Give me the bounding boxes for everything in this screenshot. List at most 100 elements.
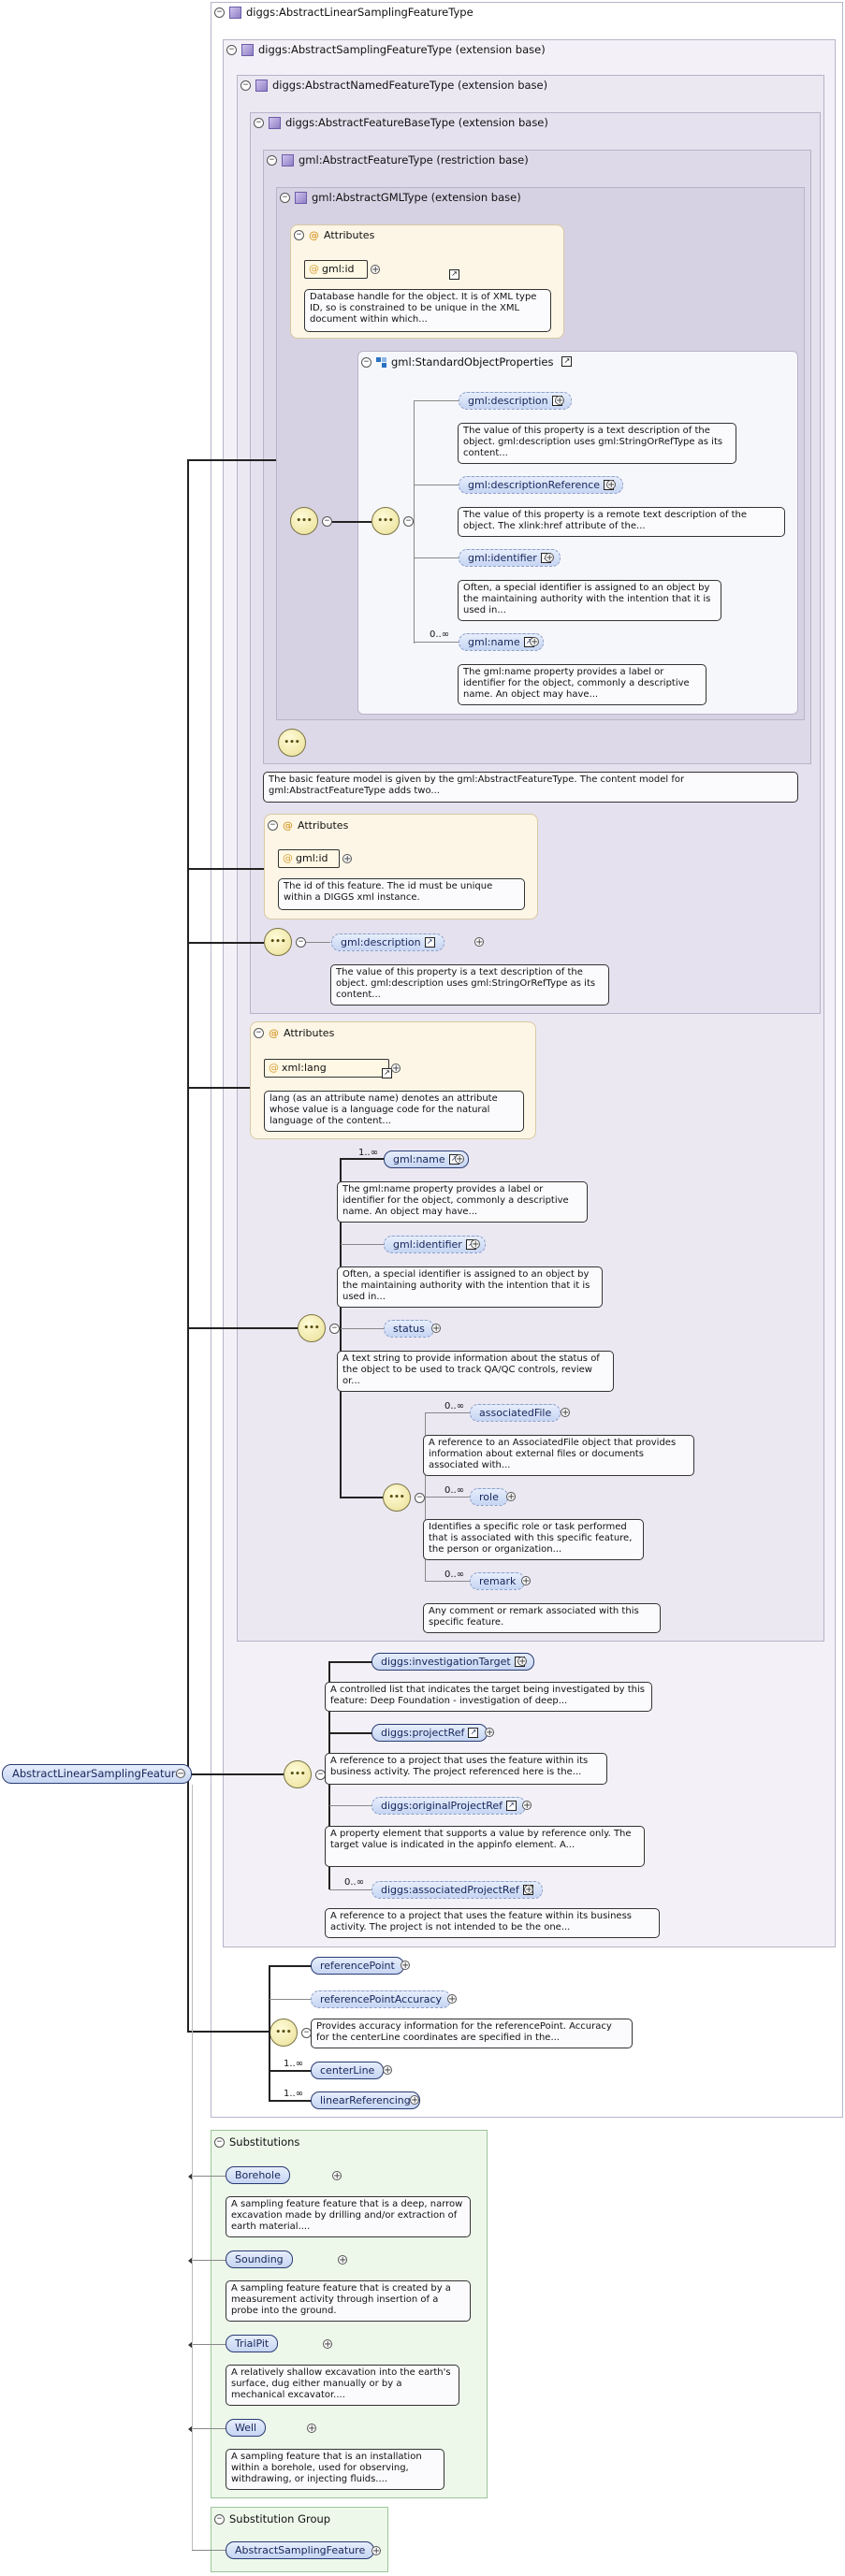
- collapse-icon[interactable]: −: [226, 44, 237, 55]
- sequence-compositor-icon[interactable]: •••: [383, 1483, 411, 1512]
- collapse-icon[interactable]: −: [329, 1324, 340, 1334]
- expand-icon[interactable]: +: [307, 2424, 316, 2434]
- collapse-icon[interactable]: −: [403, 516, 414, 527]
- collapse-icon[interactable]: −: [280, 192, 290, 203]
- element-project-ref[interactable]: diggs:projectRef↗: [372, 1724, 488, 1742]
- element-status[interactable]: status: [384, 1320, 434, 1338]
- attribute-gml-id[interactable]: @gml:id: [304, 260, 368, 279]
- expand-icon[interactable]: +: [524, 1885, 533, 1895]
- attribute-gml-id[interactable]: @gml:id: [278, 849, 340, 868]
- multiplicity-label: 0..∞: [444, 1570, 465, 1580]
- element-gml-identifier[interactable]: gml:identifier↗: [384, 1236, 486, 1253]
- substitution-trial-pit[interactable]: TrialPit: [226, 2335, 279, 2352]
- expand-icon[interactable]: +: [555, 396, 564, 406]
- collapse-icon[interactable]: −: [415, 1493, 425, 1503]
- expand-icon[interactable]: +: [332, 2171, 342, 2181]
- element-gml-name[interactable]: gml:name↗: [459, 633, 544, 651]
- type-title-linear-sampling: − diggs:AbstractLinearSamplingFeatureTyp…: [214, 6, 473, 19]
- collapse-icon[interactable]: −: [254, 117, 264, 128]
- collapse-icon[interactable]: −: [361, 356, 372, 368]
- collapse-icon[interactable]: −: [214, 2513, 225, 2525]
- collapse-icon[interactable]: −: [296, 937, 306, 948]
- expand-icon[interactable]: +: [342, 854, 352, 864]
- expand-icon[interactable]: +: [530, 637, 539, 647]
- link-icon[interactable]: ↗: [505, 1800, 517, 1811]
- sequence-compositor-icon[interactable]: •••: [290, 507, 318, 535]
- attribute-xml-lang[interactable]: @xml:lang: [264, 1059, 389, 1078]
- expand-icon[interactable]: +: [431, 1324, 441, 1334]
- element-role[interactable]: role: [470, 1488, 508, 1506]
- expand-icon[interactable]: +: [521, 1576, 531, 1586]
- element-center-line[interactable]: centerLine: [311, 2062, 385, 2079]
- expand-icon[interactable]: +: [522, 1801, 532, 1811]
- element-original-project-ref[interactable]: diggs:originalProjectRef↗: [372, 1797, 526, 1815]
- root-element[interactable]: AbstractLinearSamplingFeature: [2, 1764, 193, 1784]
- collapse-icon[interactable]: −: [267, 154, 277, 166]
- element-gml-description-reference[interactable]: gml:descriptionReference↗: [459, 476, 624, 494]
- expand-icon[interactable]: +: [471, 1239, 480, 1250]
- collapse-icon[interactable]: −: [322, 516, 332, 527]
- element-reference-point[interactable]: referencePoint: [311, 1957, 404, 1975]
- expand-icon[interactable]: +: [545, 553, 554, 563]
- collapse-icon[interactable]: −: [294, 230, 304, 240]
- link-icon[interactable]: ↗: [468, 1727, 479, 1738]
- expand-icon[interactable]: +: [401, 1961, 410, 1971]
- expand-icon[interactable]: +: [455, 1154, 464, 1165]
- sequence-compositor-icon[interactable]: •••: [284, 1760, 312, 1788]
- expand-icon[interactable]: +: [372, 2546, 381, 2556]
- documentation-box: Often, a special identifier is assigned …: [458, 580, 721, 621]
- collapse-icon[interactable]: −: [214, 7, 225, 18]
- collapse-icon[interactable]: −: [254, 1028, 264, 1038]
- documentation-box: A property element that supports a value…: [325, 1826, 645, 1867]
- sequence-compositor-icon[interactable]: •••: [278, 729, 306, 757]
- documentation-box: The value of this property is a remote t…: [458, 507, 785, 537]
- documentation-box: A reference to an AssociatedFile object …: [423, 1435, 694, 1476]
- sequence-compositor-icon[interactable]: •••: [298, 1314, 326, 1342]
- documentation-box: The gml:name property provides a label o…: [458, 664, 707, 705]
- link-icon[interactable]: ↗: [561, 355, 573, 367]
- element-linear-referencing[interactable]: linearReferencing: [311, 2091, 420, 2109]
- expand-icon[interactable]: +: [506, 1492, 516, 1502]
- link-icon[interactable]: ↗: [449, 269, 459, 280]
- attribute-icon: @: [283, 852, 293, 864]
- substitution-sounding[interactable]: Sounding: [226, 2250, 293, 2268]
- expand-icon[interactable]: +: [323, 2339, 332, 2350]
- expand-icon[interactable]: +: [410, 2095, 419, 2106]
- substitution-borehole[interactable]: Borehole: [226, 2166, 290, 2184]
- expand-icon[interactable]: +: [447, 1994, 457, 2004]
- link-icon[interactable]: ↗: [382, 1068, 392, 1078]
- element-gml-description[interactable]: gml:description↗: [331, 933, 444, 951]
- sequence-compositor-icon[interactable]: •••: [264, 928, 292, 956]
- link-icon[interactable]: ↗: [424, 936, 435, 948]
- element-associated-file[interactable]: associatedFile: [470, 1404, 561, 1422]
- element-gml-description[interactable]: gml:description↗: [459, 392, 572, 410]
- substitution-group-abstract-sampling-feature[interactable]: AbstractSamplingFeature: [226, 2541, 375, 2559]
- expand-icon[interactable]: +: [474, 937, 484, 948]
- expand-icon[interactable]: +: [517, 1657, 527, 1667]
- collapse-icon[interactable]: −: [240, 80, 251, 91]
- collapse-icon[interactable]: −: [214, 2136, 225, 2148]
- documentation-box: Often, a special identifier is assigned …: [337, 1266, 603, 1308]
- sequence-compositor-icon[interactable]: •••: [270, 2019, 298, 2047]
- multiplicity-label: 1..∞: [284, 2059, 304, 2069]
- element-gml-name[interactable]: gml:name↗: [384, 1151, 469, 1168]
- element-associated-project-ref[interactable]: diggs:associatedProjectRef↗: [372, 1881, 543, 1899]
- collapse-icon[interactable]: −: [176, 1769, 185, 1779]
- element-remark[interactable]: remark: [470, 1572, 526, 1590]
- expand-icon[interactable]: +: [371, 265, 380, 275]
- complex-type-icon: [295, 191, 307, 204]
- element-reference-point-accuracy[interactable]: referencePointAccuracy: [311, 1990, 452, 2008]
- expand-icon[interactable]: +: [561, 1408, 570, 1418]
- sequence-compositor-icon[interactable]: •••: [372, 507, 400, 535]
- expand-icon[interactable]: +: [383, 2065, 392, 2076]
- expand-icon[interactable]: +: [338, 2255, 347, 2265]
- expand-icon[interactable]: +: [606, 480, 616, 490]
- substitution-well[interactable]: Well: [226, 2419, 267, 2437]
- expand-icon[interactable]: +: [485, 1728, 494, 1738]
- element-investigation-target[interactable]: diggs:investigationTarget↗: [372, 1653, 534, 1671]
- documentation-box: Any comment or remark associated with th…: [423, 1603, 661, 1633]
- collapse-icon[interactable]: −: [268, 820, 278, 831]
- expand-icon[interactable]: +: [391, 1064, 401, 1074]
- element-gml-identifier[interactable]: gml:identifier↗: [459, 549, 561, 567]
- documentation-box: The basic feature model is given by the …: [263, 772, 798, 803]
